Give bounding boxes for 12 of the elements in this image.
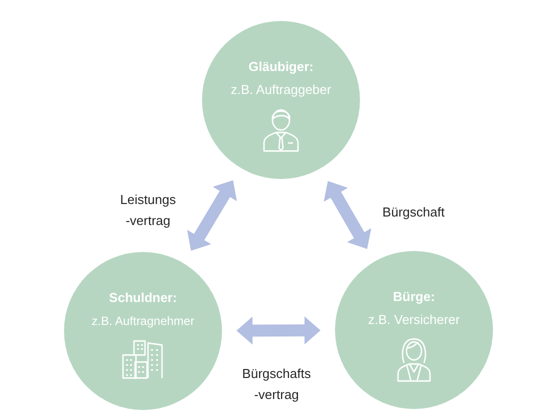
- role-example: z.B. Versicherer: [367, 311, 461, 329]
- role-title: Schuldner:: [108, 289, 178, 307]
- double-arrow: [187, 180, 237, 251]
- role-title: Gläubiger:: [247, 58, 314, 76]
- edge-label: Bürgschaft: [382, 204, 445, 222]
- role-example: z.B. Auftraggeber: [230, 81, 332, 99]
- double-arrow: [324, 180, 372, 250]
- edge-label: Bürgschafts -vertrag: [241, 364, 312, 404]
- role-title: Bürge:: [392, 288, 436, 306]
- edge-label: Leistungs -vertrag: [119, 190, 177, 230]
- role-example: z.B. Auftragnehmer: [90, 313, 196, 330]
- double-arrow: [236, 316, 320, 345]
